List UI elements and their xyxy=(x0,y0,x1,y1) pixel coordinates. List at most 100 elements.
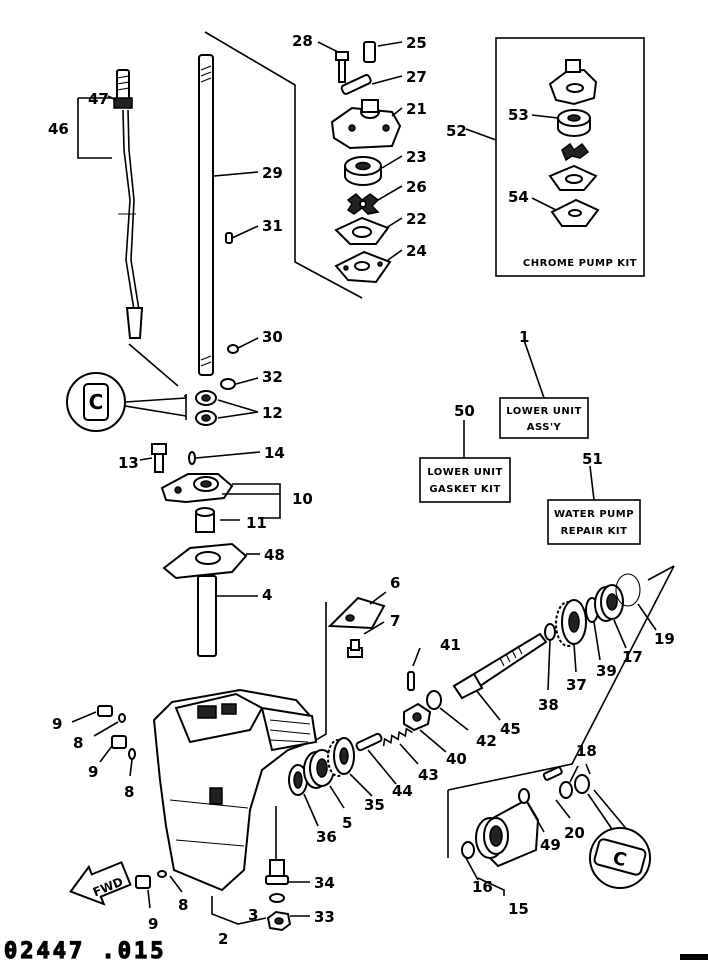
plate-24 xyxy=(334,250,392,284)
callout-8b: 8 xyxy=(124,783,134,801)
callout-4: 4 xyxy=(262,586,272,604)
callout-49: 49 xyxy=(540,836,561,854)
gear-35 xyxy=(327,737,355,777)
callout-1: 1 xyxy=(519,328,529,346)
plug-3 xyxy=(265,859,289,885)
callout-18: 18 xyxy=(576,742,597,760)
washers-18 xyxy=(559,774,590,799)
callout-3: 3 xyxy=(248,906,258,924)
corner-mark xyxy=(680,954,708,960)
callout-16: 16 xyxy=(472,878,493,896)
gasket-48 xyxy=(162,542,248,580)
callout-22: 22 xyxy=(406,210,427,228)
callout-2: 2 xyxy=(218,930,228,948)
callout-26: 26 xyxy=(406,178,427,196)
gasket-22 xyxy=(334,216,390,245)
plunger-44 xyxy=(355,732,383,752)
oil-seal-housing-10 xyxy=(160,473,234,504)
drive-shaft xyxy=(198,54,214,376)
callout-54: 54 xyxy=(508,188,529,206)
gasket-kit-line2: GASKET KIT xyxy=(429,484,500,495)
callout-19: 19 xyxy=(654,630,675,648)
callout-34: 34 xyxy=(314,874,335,892)
cartridge-23 xyxy=(344,156,382,186)
callout-8c: 8 xyxy=(178,896,188,914)
pump-group-bracket xyxy=(204,31,363,299)
pump-housing-21 xyxy=(330,99,402,150)
callout-9a: 9 xyxy=(52,715,62,733)
callout-41: 41 xyxy=(440,636,461,654)
washer-49 xyxy=(518,788,530,804)
plug-33 xyxy=(266,910,292,932)
callout-47: 47 xyxy=(88,90,109,108)
callout-53: 53 xyxy=(508,106,529,124)
dog-clutch-40 xyxy=(403,702,432,732)
washer-8-lower xyxy=(157,870,167,878)
callout-30: 30 xyxy=(262,328,283,346)
callout-9b: 9 xyxy=(88,763,98,781)
bolt-28 xyxy=(335,51,349,83)
bolt-20 xyxy=(542,766,563,781)
fwd-arrow: FWD xyxy=(69,861,132,906)
gear-37 xyxy=(555,599,587,647)
spring-43 xyxy=(382,727,413,747)
washer xyxy=(220,378,236,390)
callout-29: 29 xyxy=(262,164,283,182)
seal-mark-lower: C xyxy=(611,848,629,872)
bolt-13 xyxy=(151,443,167,473)
bushing-11 xyxy=(195,507,215,533)
insert-27 xyxy=(340,74,372,95)
callout-5: 5 xyxy=(342,814,352,832)
lower-unit-line2: ASS'Y xyxy=(527,422,562,433)
chrome-housing xyxy=(548,59,598,106)
drawing-code: 02447 .015 xyxy=(4,939,166,960)
bearing-housing-15 xyxy=(475,798,540,868)
gasket-34 xyxy=(269,893,285,903)
callout-50: 50 xyxy=(454,402,475,420)
callout-28: 28 xyxy=(292,32,313,50)
callout-10: 10 xyxy=(292,490,313,508)
lower-unit-assy-box: LOWER UNIT ASS'Y xyxy=(499,397,589,439)
shift-rod xyxy=(113,69,144,339)
callout-44: 44 xyxy=(392,782,413,800)
bolt-9-lower xyxy=(135,875,151,889)
callout-13: 13 xyxy=(118,454,139,472)
callout-17: 17 xyxy=(622,648,643,666)
callout-42: 42 xyxy=(476,732,497,750)
callout-14: 14 xyxy=(264,444,285,462)
bearing-5 xyxy=(303,749,335,789)
callout-52: 52 xyxy=(446,122,467,140)
shim-38 xyxy=(544,623,556,641)
callout-6: 6 xyxy=(390,574,400,592)
chrome-cartridge-53 xyxy=(557,109,591,137)
chrome-pump-kit-label: CHROME PUMP KIT xyxy=(523,258,637,269)
water-pump-repair-kit-box: WATER PUMP REPAIR KIT xyxy=(547,499,641,545)
gasket-kit-line1: LOWER UNIT xyxy=(427,467,503,478)
callout-51: 51 xyxy=(582,450,603,468)
cross-pin-41 xyxy=(407,671,415,691)
o-ring-19 xyxy=(615,573,641,607)
propeller-shaft-45 xyxy=(452,632,548,700)
anode-6 xyxy=(327,596,386,630)
callout-8a: 8 xyxy=(73,734,83,752)
bolt-7 xyxy=(347,639,363,658)
callout-31: 31 xyxy=(262,217,283,235)
callout-24: 24 xyxy=(406,242,427,260)
ring-42 xyxy=(426,690,442,710)
bolt-9-middle xyxy=(111,735,127,749)
callout-35: 35 xyxy=(364,796,385,814)
callout-23: 23 xyxy=(406,148,427,166)
callout-39: 39 xyxy=(596,662,617,680)
water-pump-line2: REPAIR KIT xyxy=(561,526,628,537)
chrome-pump-kit-box xyxy=(495,37,645,277)
callout-36: 36 xyxy=(316,828,337,846)
bearing-17 xyxy=(594,584,624,622)
callout-25: 25 xyxy=(406,34,427,52)
callout-43: 43 xyxy=(418,766,439,784)
callout-15: 15 xyxy=(508,900,529,918)
seal-mark: C xyxy=(89,390,104,414)
callout-12: 12 xyxy=(262,404,283,422)
chrome-gasket xyxy=(548,164,598,191)
o-ring-14 xyxy=(188,451,196,465)
callout-9c: 9 xyxy=(148,915,158,933)
